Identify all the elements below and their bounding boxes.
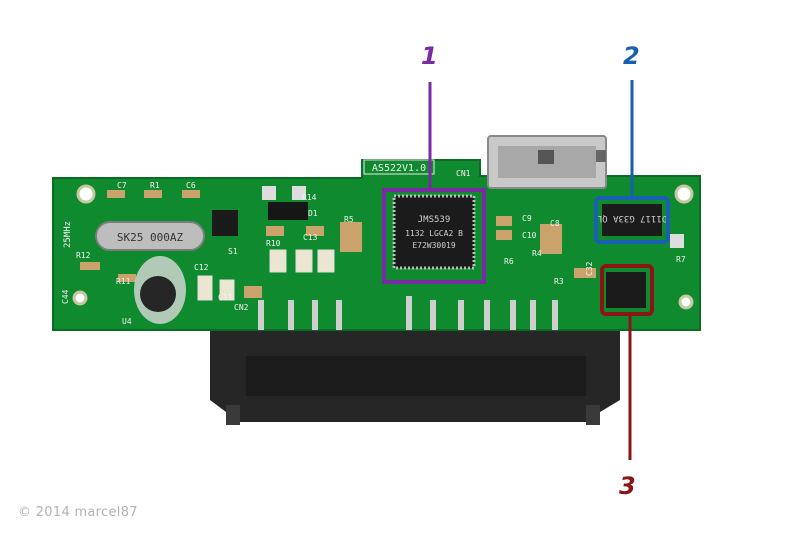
svg-text:R12: R12 bbox=[76, 251, 91, 260]
svg-text:R11: R11 bbox=[116, 277, 131, 286]
main-chip: JMS539 1132 LGCA2 B E72W30019 bbox=[392, 194, 476, 270]
callout-number-2: 2 bbox=[623, 42, 640, 70]
svg-text:1132 LGCA2 B: 1132 LGCA2 B bbox=[405, 229, 463, 238]
svg-text:C32: C32 bbox=[585, 261, 594, 276]
svg-text:E72W30019: E72W30019 bbox=[412, 241, 456, 250]
crystal-oscillator: SK25 000AZ bbox=[95, 221, 205, 251]
freq-label: 25MHz bbox=[63, 221, 73, 248]
callout-box-2 bbox=[594, 196, 670, 244]
sata-connector bbox=[210, 320, 620, 425]
mount-hole bbox=[72, 290, 88, 306]
svg-text:C6: C6 bbox=[186, 181, 196, 190]
silkscreen-labels: C7 R1 C6 R14 D1 R10 C13 R5 S1 R12 R11 C1… bbox=[61, 169, 686, 326]
callout-box-1 bbox=[382, 188, 486, 284]
svg-text:C7: C7 bbox=[117, 181, 127, 190]
svg-text:CN2: CN2 bbox=[234, 303, 249, 312]
svg-text:C10: C10 bbox=[522, 231, 537, 240]
board-model-label: AS522V1.0 bbox=[372, 163, 426, 174]
svg-text:R6: R6 bbox=[504, 257, 514, 266]
svg-text:R10: R10 bbox=[266, 239, 281, 248]
mount-hole bbox=[674, 184, 694, 204]
mount-hole bbox=[678, 294, 694, 310]
svg-text:C44: C44 bbox=[61, 289, 70, 304]
svg-text:D1: D1 bbox=[308, 209, 318, 218]
svg-text:C13: C13 bbox=[303, 233, 318, 242]
callout-number-1: 1 bbox=[421, 42, 438, 70]
svg-text:R14: R14 bbox=[302, 193, 317, 202]
svg-text:SK25 000AZ: SK25 000AZ bbox=[117, 231, 184, 244]
svg-text:U4: U4 bbox=[122, 317, 132, 326]
callout-number-3: 3 bbox=[619, 472, 636, 500]
pcb-board bbox=[52, 159, 701, 331]
svg-text:CN1: CN1 bbox=[456, 169, 471, 178]
usb-connector bbox=[487, 135, 607, 189]
svg-text:C8: C8 bbox=[550, 219, 560, 228]
svg-text:R1: R1 bbox=[150, 181, 160, 190]
svg-text:R4: R4 bbox=[532, 249, 542, 258]
svg-text:R7: R7 bbox=[676, 255, 686, 264]
svg-text:R5: R5 bbox=[344, 215, 354, 224]
svg-text:C11: C11 bbox=[218, 293, 233, 302]
svg-text:R3: R3 bbox=[554, 277, 564, 286]
svg-text:JMS539: JMS539 bbox=[418, 215, 451, 225]
mount-hole bbox=[76, 184, 96, 204]
callout-box-3 bbox=[600, 264, 654, 316]
svg-text:D1117 G33A QL: D1117 G33A QL bbox=[597, 213, 667, 223]
svg-text:C9: C9 bbox=[522, 214, 532, 223]
svg-text:C12: C12 bbox=[194, 263, 209, 272]
eeprom-chip bbox=[606, 272, 646, 308]
copyright-text: © 2014 marcel87 bbox=[18, 505, 138, 520]
voltage-regulator-chip: D1117 G33A QL bbox=[597, 204, 667, 236]
sata-pins bbox=[258, 296, 558, 330]
svg-text:S1: S1 bbox=[228, 247, 238, 256]
